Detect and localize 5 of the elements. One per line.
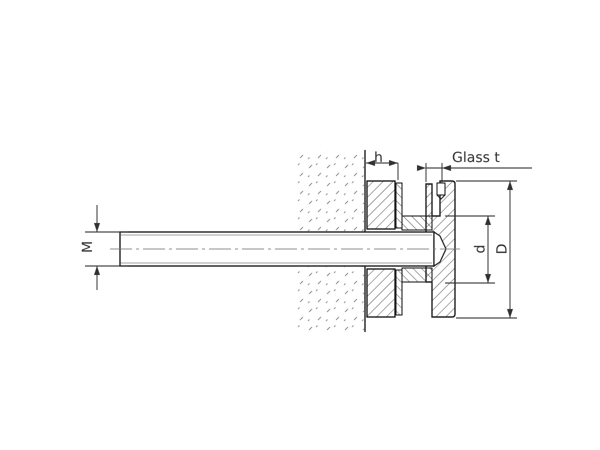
dimension-label: M bbox=[80, 240, 96, 254]
dimension-label: d bbox=[472, 244, 488, 254]
dimension-label: Glass t bbox=[452, 150, 500, 166]
dimension-label: h bbox=[374, 150, 383, 166]
dimension-label: D bbox=[494, 244, 510, 254]
